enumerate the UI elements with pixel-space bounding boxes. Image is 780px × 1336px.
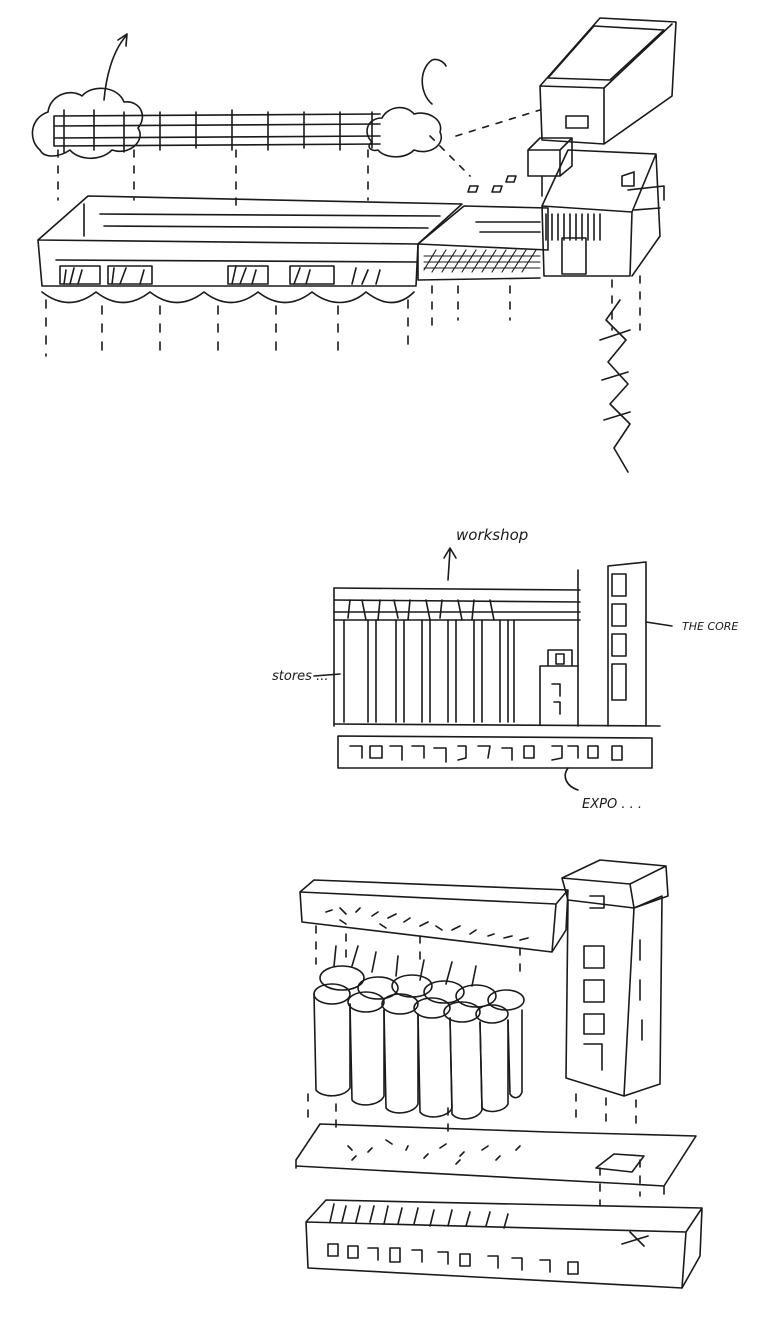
tower-top: [539, 17, 677, 145]
sketch-exploded-axonometric: [295, 859, 703, 1289]
exploded-plaza-slab: [295, 1123, 697, 1195]
core-building: [541, 149, 661, 277]
silo-cylinders: [313, 945, 525, 1120]
stores-columns: [343, 619, 509, 723]
expo-base: [337, 735, 653, 769]
cloud-left: [31, 87, 144, 160]
label-the-core: THE CORE: [682, 620, 738, 633]
arrow-up-left: [103, 33, 128, 101]
pointer-stores: [313, 673, 341, 677]
roof-canopy: [53, 113, 381, 147]
label-workshop: workshop: [456, 526, 528, 544]
middle-block: [417, 205, 549, 281]
exploded-base-block: [305, 1199, 703, 1289]
arrow-curl-right: [421, 58, 447, 105]
zigzag-path: [605, 299, 631, 473]
label-stores: stores ...: [272, 669, 328, 684]
hatched-court: [423, 249, 541, 273]
core-elevation: [577, 561, 647, 727]
pavilion: [527, 137, 573, 177]
pointer-expo: [564, 767, 579, 791]
pointer-core: [645, 621, 673, 627]
elevation-roof: [333, 587, 581, 621]
cloud-right: [366, 106, 443, 158]
exploded-roof-slab: [299, 879, 569, 953]
sketch-elevation: [313, 547, 673, 791]
sketch-aerial-perspective: [31, 17, 677, 473]
arrow-up-workshop: [443, 547, 457, 581]
label-expo: EXPO . . .: [582, 797, 642, 812]
main-block: [37, 195, 463, 245]
small-building: [539, 649, 579, 725]
